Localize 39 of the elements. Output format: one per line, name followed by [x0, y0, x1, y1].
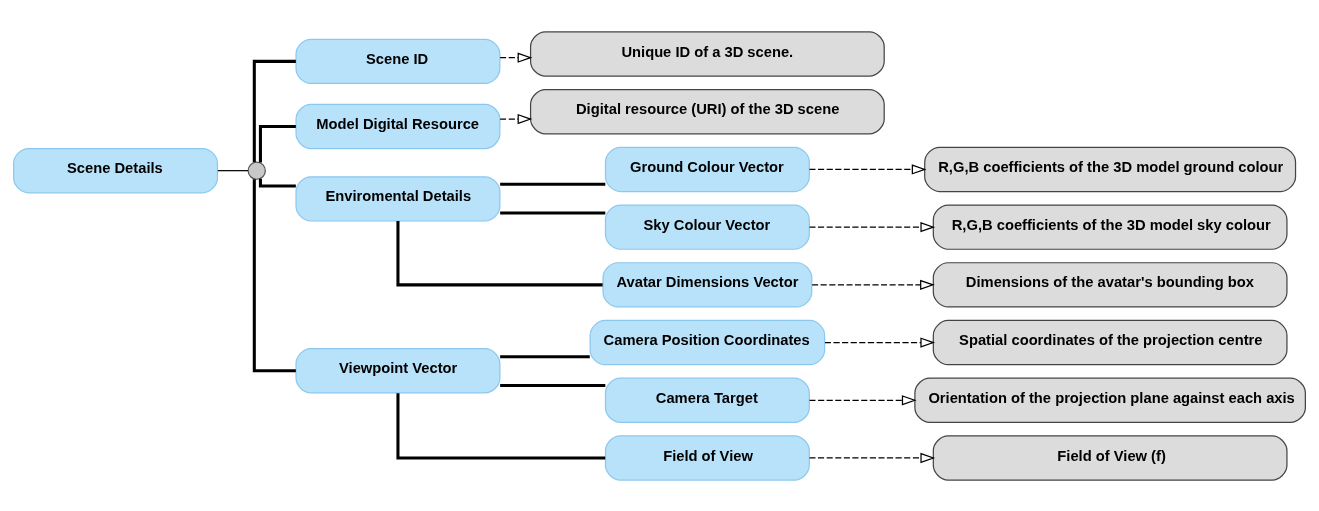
connector: [396, 392, 606, 460]
node-box: Orientation of the projection plane against each axis: [914, 377, 1306, 423]
node-circle: [247, 160, 266, 180]
node-box: Dimensions of the avatar's bounding box: [932, 261, 1288, 308]
node-box: Scene ID: [295, 38, 501, 84]
arrow: [808, 394, 917, 405]
node-box: R,G,B coefficients of the 3D model sky colour: [932, 203, 1288, 250]
connector: [500, 182, 606, 186]
arrow: [808, 221, 936, 232]
connector: [258, 124, 296, 163]
node-box: Sky Colour Vector: [604, 203, 810, 250]
connector: [500, 354, 590, 358]
connector: [258, 178, 296, 188]
node-box: Field of View: [604, 434, 810, 481]
node-box: R,G,B coefficients of the 3D model ground colour: [924, 146, 1297, 192]
connector: [500, 211, 606, 215]
node-box: Digital resource (URI) of the 3D scene: [529, 88, 885, 134]
node-box: Camera Position Coordinates: [589, 319, 826, 365]
node-box: Avatar Dimensions Vector: [602, 261, 813, 308]
arrow: [808, 452, 936, 463]
arrow: [499, 113, 533, 124]
arrow: [499, 52, 533, 63]
connector: [217, 169, 249, 171]
arrow: [808, 163, 927, 175]
node-box: Spatial coordinates of the projection centre: [932, 319, 1288, 365]
connector: [252, 178, 296, 372]
node-box: Camera Target: [604, 377, 810, 423]
arrow: [811, 279, 935, 290]
connector: [396, 220, 603, 286]
node-box: Ground Colour Vector: [604, 146, 810, 192]
node-box: Viewpoint Vector: [295, 347, 501, 394]
connector: [500, 383, 606, 387]
node-box: Enviromental Details: [295, 175, 501, 222]
arrow: [824, 336, 936, 348]
node-box: Field of View (f): [932, 434, 1288, 481]
connector: [252, 59, 296, 162]
node-box: Scene Details: [13, 147, 219, 193]
node-box: Unique ID of a 3D scene.: [529, 30, 885, 77]
node-box: Model Digital Resource: [295, 103, 501, 149]
